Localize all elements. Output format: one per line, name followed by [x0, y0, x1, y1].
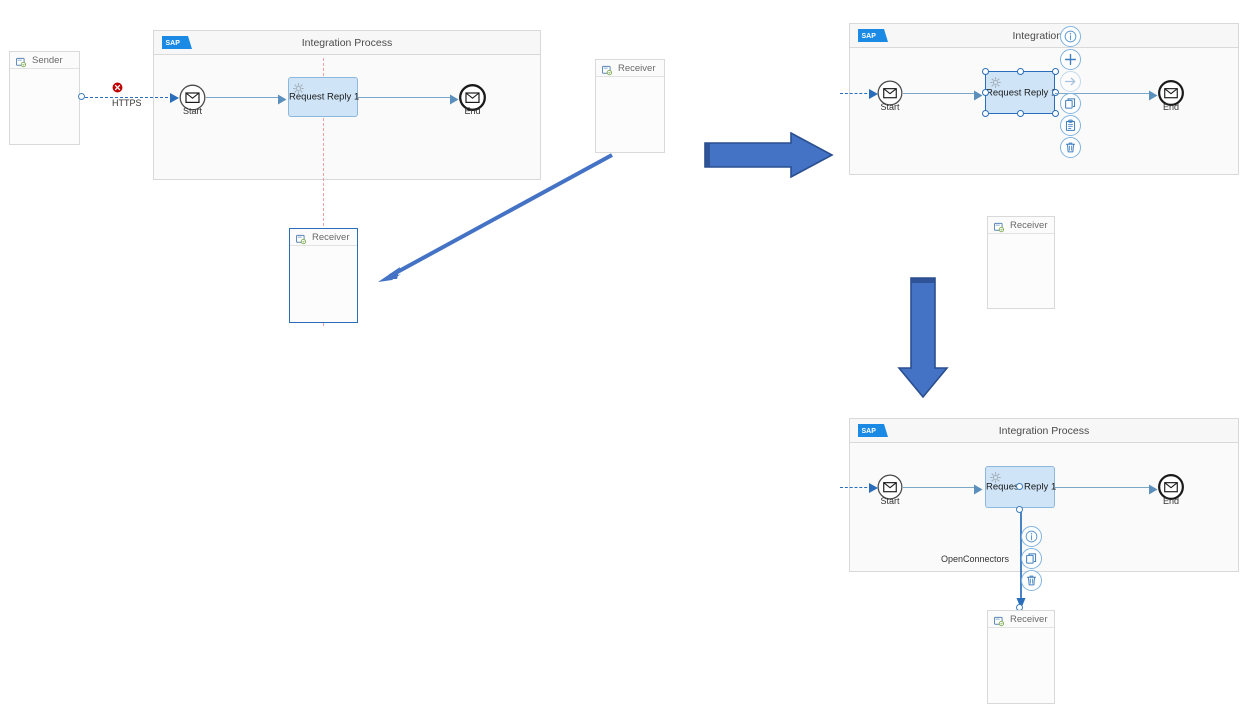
participant-icon — [15, 55, 27, 68]
receiver-label: Receiver — [312, 232, 350, 243]
sequence-flow-start-task-step2[interactable] — [903, 93, 976, 94]
receiver-participant-source[interactable]: Receiver — [595, 59, 665, 153]
request-reply-task[interactable]: Request Reply 1 — [288, 77, 360, 117]
end-event-step3[interactable]: End — [1158, 474, 1184, 506]
sequence-arrowhead-1-step2 — [974, 88, 983, 106]
inbound-message-flow-step3[interactable] — [840, 487, 872, 488]
participant-icon — [295, 232, 307, 245]
sender-header: Sender — [10, 52, 79, 69]
start-label: Start — [880, 496, 900, 506]
receiver-header: Receiver — [988, 611, 1054, 628]
error-icon — [112, 80, 123, 93]
end-event-step2[interactable]: End — [1158, 80, 1184, 112]
pool-header: SAP Integration Process — [154, 31, 540, 55]
https-message-flow[interactable] — [85, 97, 173, 98]
toolbar-connect-button[interactable] — [1060, 71, 1081, 92]
resize-handle-sw[interactable] — [982, 110, 989, 117]
toolbar-paste-button[interactable] — [1060, 115, 1081, 136]
end-label: End — [464, 106, 481, 116]
sap-logo-icon: SAP — [858, 29, 888, 42]
end-event[interactable]: End — [459, 84, 486, 116]
task-port-mid-step3[interactable] — [1016, 483, 1023, 490]
resize-handle-nw[interactable] — [982, 68, 989, 75]
receiver-participant-step3[interactable]: Receiver — [987, 610, 1055, 704]
svg-text:SAP: SAP — [862, 33, 877, 40]
pool-title: Integration Process — [301, 37, 393, 49]
sequence-flow-start-task-step3[interactable] — [903, 487, 976, 488]
connector-toolbar-info-button[interactable] — [1021, 526, 1042, 547]
connector-toolbar-delete-button[interactable] — [1021, 570, 1042, 591]
inbound-flow-arrowhead-step2 — [869, 87, 879, 105]
sender-flow-endpoint[interactable] — [78, 93, 85, 100]
sender-participant[interactable]: Sender — [9, 51, 80, 145]
sequence-flow-task-end-step2[interactable] — [1055, 93, 1151, 94]
inbound-message-flow-step2[interactable] — [840, 93, 872, 94]
end-label: End — [1162, 496, 1180, 506]
start-event-step3[interactable]: Start — [877, 474, 903, 506]
https-label: HTTPS — [112, 98, 142, 108]
sequence-arrowhead-2 — [450, 92, 459, 110]
start-label: Start — [880, 102, 900, 112]
gear-icon — [990, 470, 1001, 483]
pool-header: SAP Integration Process — [850, 419, 1238, 443]
https-flow-arrowhead — [170, 91, 180, 109]
resize-handle-n[interactable] — [1017, 68, 1024, 75]
sequence-flow-start-task[interactable] — [206, 97, 280, 98]
svg-text:SAP: SAP — [862, 428, 877, 435]
participant-icon — [601, 63, 613, 76]
pool-body — [154, 55, 540, 179]
pool-title: Integration Process — [998, 425, 1090, 437]
participant-icon — [993, 614, 1005, 627]
connector-toolbar-copy-button[interactable] — [1021, 548, 1042, 569]
receiver-header: Receiver — [988, 217, 1054, 234]
sap-logo-icon: SAP — [162, 36, 192, 49]
start-label: Start — [182, 106, 203, 116]
sap-logo-icon: SAP — [858, 424, 888, 437]
participant-icon — [993, 220, 1005, 233]
sequence-arrowhead-2-step2 — [1149, 88, 1158, 106]
resize-handle-w[interactable] — [982, 89, 989, 96]
step-arrow-right — [703, 131, 834, 179]
toolbar-copy-button[interactable] — [1060, 93, 1081, 114]
alignment-guide — [323, 58, 324, 326]
flow-start-port[interactable] — [1016, 506, 1023, 513]
receiver-label: Receiver — [1010, 220, 1048, 231]
drag-arrow-diagonal — [370, 148, 620, 288]
gear-icon — [990, 75, 1001, 88]
inbound-flow-arrowhead-step3 — [869, 481, 879, 499]
receiver-participant-step2[interactable]: Receiver — [987, 216, 1055, 309]
start-event-step2[interactable]: Start — [877, 80, 903, 112]
resize-handle-s[interactable] — [1017, 110, 1024, 117]
receiver-participant-dropped[interactable]: Receiver — [289, 228, 358, 323]
task-label: Request Reply 1 — [289, 91, 360, 103]
receiver-header: Receiver — [290, 229, 357, 246]
pool-title: Integration Pr — [1012, 30, 1076, 42]
resize-handle-e[interactable] — [1052, 89, 1059, 96]
receiver-header: Receiver — [596, 60, 664, 77]
task-label: Request Reply 1 — [986, 87, 1057, 98]
sender-label: Sender — [32, 55, 63, 66]
toolbar-info-button[interactable] — [1060, 26, 1081, 47]
sequence-arrowhead-2-step3 — [1149, 482, 1158, 500]
gear-icon — [293, 81, 304, 94]
start-event[interactable]: Start — [179, 84, 206, 116]
toolbar-delete-button[interactable] — [1060, 137, 1081, 158]
end-label: End — [1162, 102, 1180, 112]
receiver-label: Receiver — [1010, 614, 1048, 625]
openconnectors-label: OpenConnectors — [941, 554, 1010, 564]
request-reply-task-step2[interactable]: Request Reply 1 — [985, 71, 1057, 114]
pool-header: SAP Integration Pr — [850, 24, 1238, 48]
sequence-arrowhead-1-step3 — [974, 482, 983, 500]
sequence-flow-task-end-step3[interactable] — [1055, 487, 1151, 488]
svg-text:SAP: SAP — [166, 40, 181, 47]
sequence-flow-task-end[interactable] — [358, 97, 452, 98]
sequence-arrowhead-1 — [278, 92, 287, 110]
resize-handle-ne[interactable] — [1052, 68, 1059, 75]
receiver-label: Receiver — [618, 63, 656, 74]
toolbar-add-button[interactable] — [1060, 49, 1081, 70]
resize-handle-se[interactable] — [1052, 110, 1059, 117]
step-arrow-down — [897, 276, 949, 400]
